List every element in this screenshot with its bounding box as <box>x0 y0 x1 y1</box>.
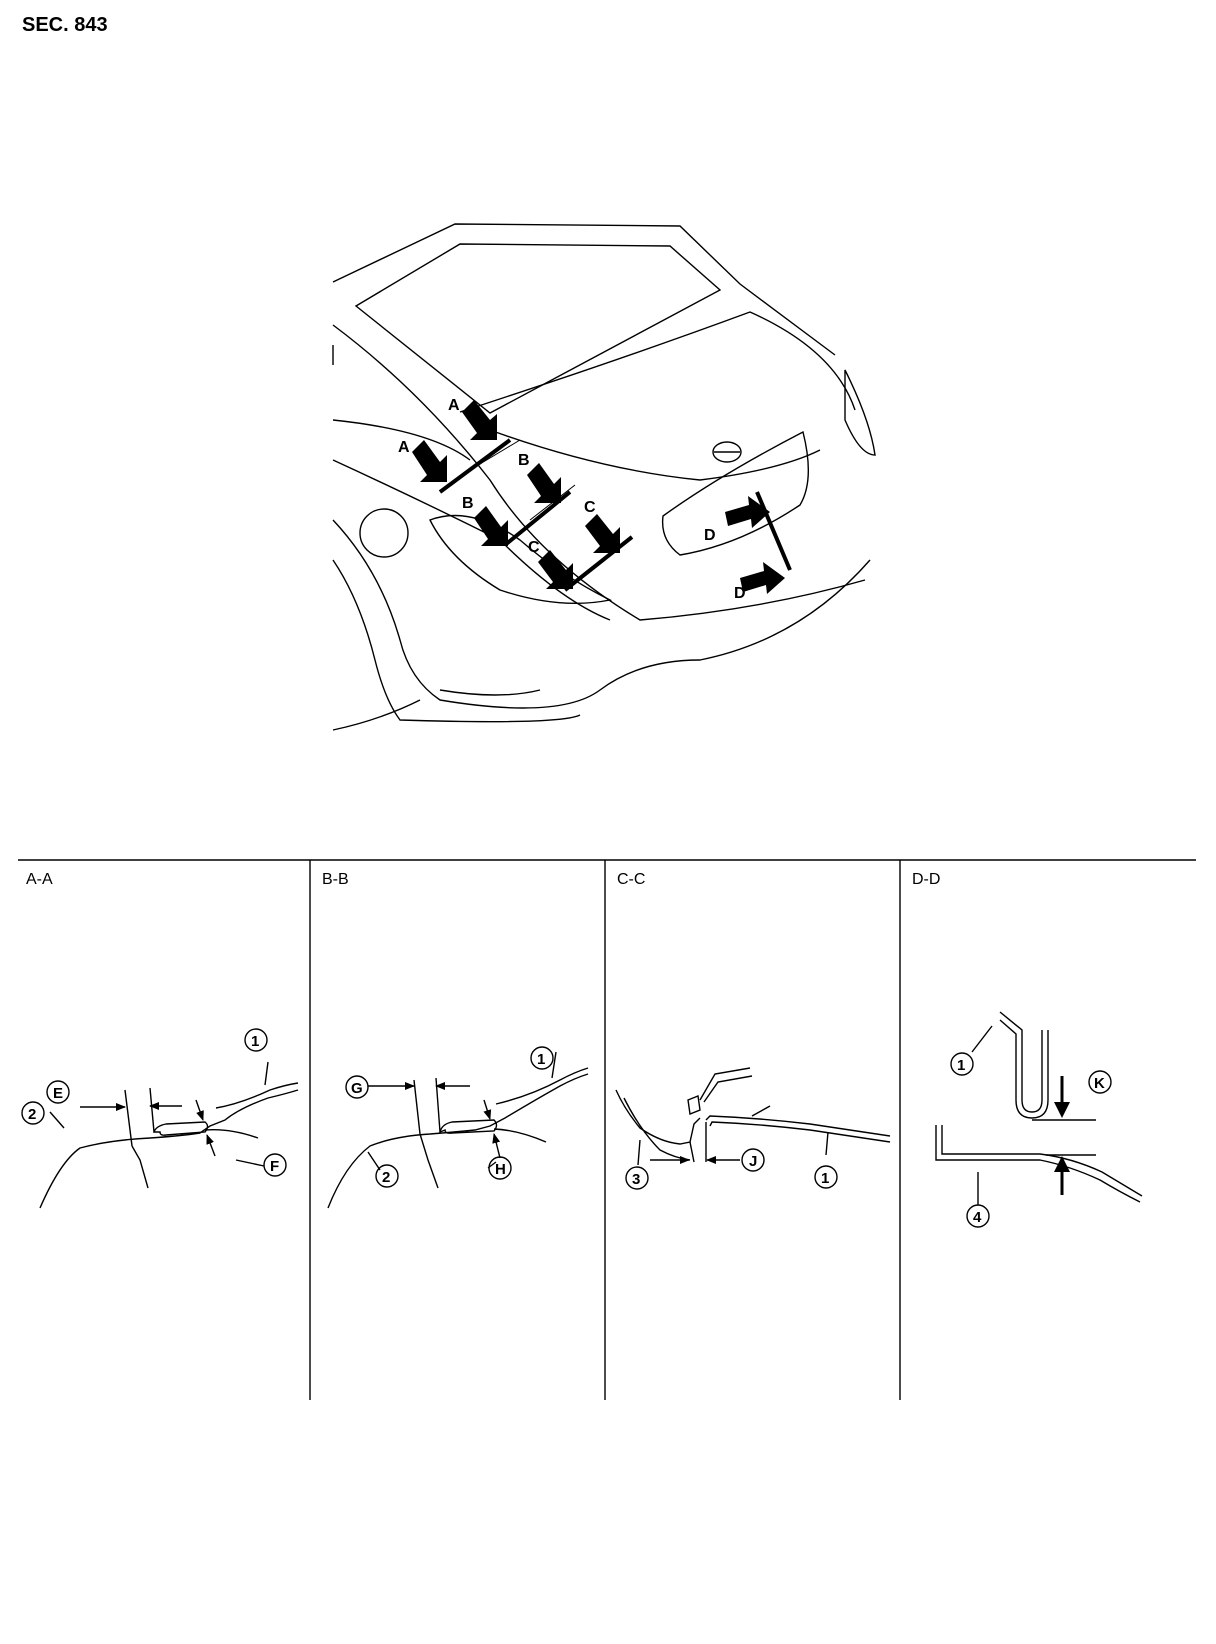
section-title-c-c: C-C <box>617 871 645 888</box>
arrow-a-upper-icon <box>462 400 497 440</box>
callout-f-label: F <box>270 1158 279 1175</box>
callout-e <box>46 1080 70 1104</box>
arrow-b-upper-icon <box>527 463 561 503</box>
cut-label-b-upper: B <box>518 452 530 469</box>
callout-1-c-label: 1 <box>821 1170 829 1187</box>
cut-label-a-upper: A <box>448 397 460 414</box>
callout-2-a-label: 2 <box>28 1106 36 1123</box>
arrow-c-upper-icon <box>585 514 620 553</box>
arrow-d-lower-icon <box>740 562 785 594</box>
cut-label-c-upper: C <box>584 499 596 516</box>
callout-1-a-label: 1 <box>251 1033 259 1050</box>
arrow-c-lower-icon <box>538 550 573 589</box>
section-c-c-drawing <box>615 1067 891 1166</box>
section-title-a-a: A-A <box>26 871 53 888</box>
cut-line-d <box>755 491 792 571</box>
section-a-a-drawing <box>39 1061 299 1209</box>
callout-1-d-label: 1 <box>957 1057 965 1074</box>
cut-label-d-upper: D <box>704 527 716 544</box>
callout-2-a <box>21 1101 45 1125</box>
cut-label-a-lower: A <box>398 439 410 456</box>
callout-h <box>488 1156 512 1180</box>
section-d-d-callouts: 1 K 4 <box>950 1052 1112 1228</box>
cut-label-c-lower: C <box>528 539 540 556</box>
callout-j-label: J <box>749 1153 757 1170</box>
callout-g <box>345 1075 369 1099</box>
callout-1-a <box>244 1028 268 1052</box>
callout-1-c <box>814 1165 838 1189</box>
callout-2-b <box>375 1164 399 1188</box>
callout-f <box>263 1153 287 1177</box>
page-title: SEC. 843 <box>22 14 108 36</box>
callout-2-b-label: 2 <box>382 1169 390 1186</box>
callout-1-b-label: 1 <box>537 1051 545 1068</box>
section-d-d-dimension-arrows <box>1054 1076 1070 1195</box>
section-a-a-callouts: 1 2 E F <box>21 1028 287 1177</box>
section-c-c-callouts: 3 J 1 <box>625 1148 838 1190</box>
section-panel-frame <box>18 859 1196 1400</box>
arrow-b-lower-icon <box>474 506 508 546</box>
callout-k <box>1088 1070 1112 1094</box>
callout-k-label: K <box>1094 1075 1105 1092</box>
section-d-d-drawing <box>935 1011 1143 1205</box>
view-arrows <box>412 400 785 594</box>
cut-line-a <box>438 438 512 494</box>
arrow-d-upper-icon <box>725 496 770 528</box>
car-rear-illustration <box>332 223 876 731</box>
cut-label-group: A A B B C C D D <box>398 397 746 602</box>
section-b-b-drawing <box>327 1051 589 1209</box>
callout-e-label: E <box>53 1085 63 1102</box>
callout-h-label: H <box>495 1161 506 1178</box>
section-title-b-b: B-B <box>322 871 349 888</box>
section-b-b-callouts: 1 2 G H <box>345 1046 554 1188</box>
callout-4-label: 4 <box>973 1209 982 1226</box>
callout-3 <box>625 1166 649 1190</box>
callout-g-label: G <box>351 1080 363 1097</box>
callout-4 <box>966 1204 990 1228</box>
callout-1-b <box>530 1046 554 1070</box>
callout-3-label: 3 <box>632 1171 640 1188</box>
callout-1-d <box>950 1052 974 1076</box>
arrow-a-lower-icon <box>412 440 447 482</box>
section-title-d-d: D-D <box>912 871 940 888</box>
callout-j <box>741 1148 765 1172</box>
cut-label-b-lower: B <box>462 495 474 512</box>
cut-label-d-lower: D <box>734 585 746 602</box>
